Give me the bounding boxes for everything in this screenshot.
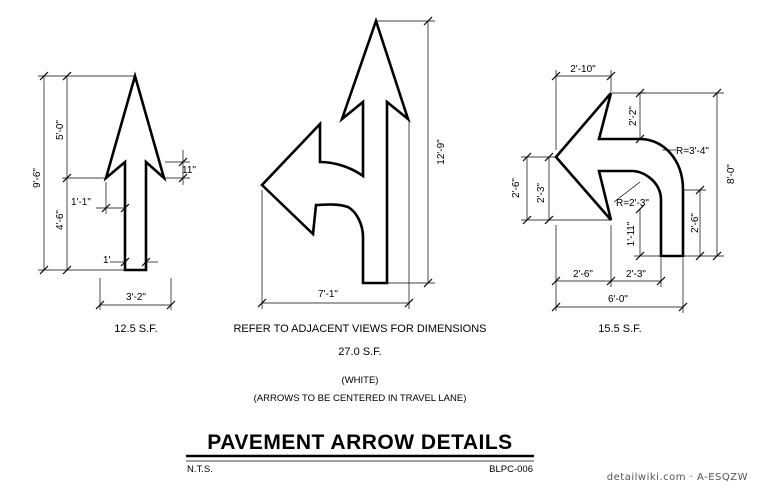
turn-shaft-length-dim: 2'-6" [690, 213, 701, 233]
turn-arrow: 2'-10" 2'-2" R=3'-4" R=2'-3" 2'-6" 2'-3"… [511, 64, 737, 335]
through-total-height-dim: 9'-6" [32, 168, 43, 188]
through-shaft-width-dim: 1' [103, 255, 111, 266]
combo-overall-width-dim: 7'-1" [318, 289, 338, 300]
turn-bottom-right-dim: 2'-3" [626, 269, 646, 280]
turn-head-inner-dim: 2'-3" [536, 183, 547, 203]
combo-area-label: 27.0 S.F. [338, 346, 381, 358]
watermark: detailwiki.com · A-ESQZW [607, 472, 748, 483]
combo-arrow: 12'-9" 7'-1" REFER TO ADJACENT VIEWS FOR… [233, 16, 487, 358]
scale-note: N.T.S. [187, 464, 213, 475]
through-overall-width-dim: 3'-2" [126, 292, 146, 303]
turn-inner-radius-dim: R=2'-3" [616, 198, 649, 209]
combo-arrow-shape [260, 16, 411, 285]
through-arrow: 9'-6" 5'-0" 4'-6" 11" 1'-1" 1' 3'-2" 12.… [32, 71, 196, 335]
color-note: (WHITE) [342, 375, 379, 386]
turn-upper-barb-dim: 2'-2" [628, 106, 639, 126]
through-barb-dim: 11" [182, 165, 196, 176]
turn-area-label: 15.5 S.F. [598, 323, 641, 335]
drawing-number: BLPC-006 [489, 464, 533, 475]
turn-total-height-dim: 8'-0" [726, 164, 737, 184]
turn-head-width-dim: 2'-10" [570, 64, 596, 75]
turn-head-height-dim: 2'-6" [511, 178, 522, 198]
turn-outer-radius-dim: R=3'-4" [676, 146, 709, 157]
turn-arrow-shape [554, 92, 685, 258]
turn-inner-height-dim: 1'-11" [626, 221, 637, 246]
through-head-offset-dim: 1'-1" [71, 197, 91, 208]
through-area-label: 12.5 S.F. [114, 323, 157, 335]
drawing-title: PAVEMENT ARROW DETAILS [207, 431, 512, 454]
through-arrow-shape [103, 71, 167, 272]
combo-total-height-dim: 12'-9" [436, 139, 447, 165]
turn-bottom-left-dim: 2'-6" [573, 269, 593, 280]
through-head-height-dim: 5'-0" [55, 120, 66, 140]
turn-overall-width-dim: 6'-0" [608, 294, 628, 305]
through-shaft-height-dim: 4'-6" [55, 210, 66, 230]
combo-reference-note: REFER TO ADJACENT VIEWS FOR DIMENSIONS [233, 323, 486, 335]
placement-note: (ARROWS TO BE CENTERED IN TRAVEL LANE) [254, 393, 467, 404]
